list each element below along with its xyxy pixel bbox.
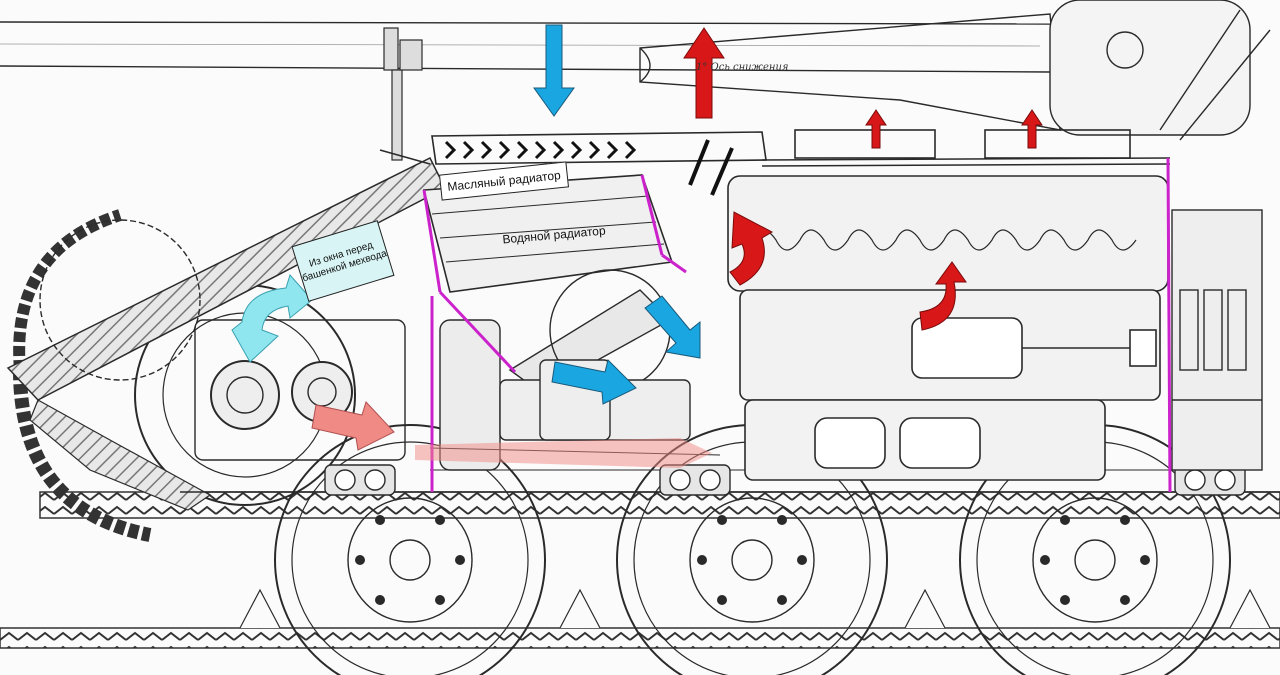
- hot-air-path: [415, 438, 712, 468]
- hot-air-arrows: [683, 27, 1043, 331]
- engine: [727, 175, 1169, 481]
- arrow-down-icon: [533, 24, 575, 117]
- shutter-blades: [688, 139, 734, 196]
- engine-deck: [379, 129, 1171, 167]
- curved-arrow-icon: [231, 273, 313, 363]
- track: [0, 209, 1280, 649]
- suspension-brackets: [324, 464, 1246, 496]
- road-wheel-1: [274, 424, 546, 675]
- road-wheels: [239, 424, 1271, 675]
- hot-air-light-arrow: [311, 401, 395, 451]
- idler-wheel: [39, 219, 201, 381]
- drive-sprocket: [134, 284, 406, 506]
- arrow-right-icon: [551, 359, 637, 405]
- rear-armor-plate: [6, 156, 447, 511]
- louvres: [444, 140, 637, 160]
- handwritten-note: 1° Ось снижения: [696, 62, 789, 73]
- cold-air-arrows: [533, 24, 701, 405]
- cold-air-curved-arrow: [231, 273, 313, 363]
- air-cleaners: [1171, 209, 1263, 471]
- curved-arrow-icon: [729, 211, 774, 286]
- barrel-clamps: [383, 27, 423, 161]
- arrow-up-icon: [683, 27, 725, 119]
- bulkheads: [422, 157, 1172, 493]
- curved-arrow-icon: [919, 261, 967, 331]
- gun-barrel: [0, 0, 1271, 141]
- arrow-diagonal-icon: [644, 295, 701, 359]
